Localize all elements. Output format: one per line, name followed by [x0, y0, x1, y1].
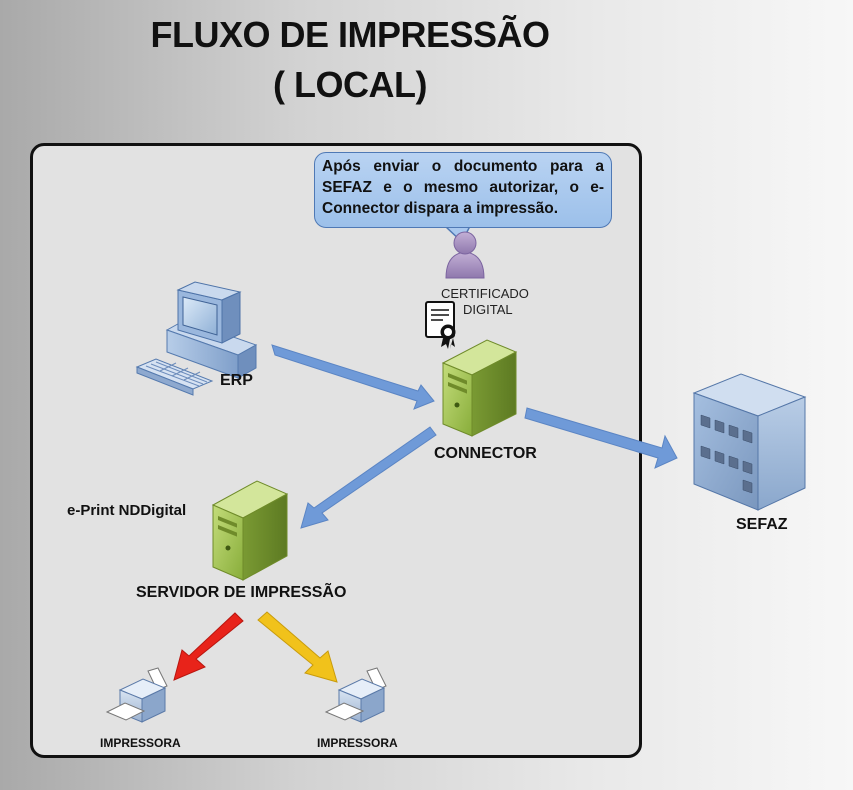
arrow-connector-to-servidor [300, 426, 437, 529]
servidor-label: SERVIDOR DE IMPRESSÃO [136, 584, 347, 601]
info-callout-bubble: Após enviar o documento para a SEFAZ e o… [314, 152, 612, 228]
local-network-frame [30, 143, 642, 758]
connector-server-icon [441, 339, 518, 437]
connector-label: CONNECTOR [434, 445, 537, 462]
arrow-erp-to-connector [271, 344, 435, 410]
page-title-line2: ( LOCAL) [273, 64, 427, 105]
sefaz-building-icon [692, 373, 807, 511]
impressora-left-label: IMPRESSORA [100, 736, 181, 750]
erp-label: ERP [220, 372, 253, 389]
printer-right-icon [324, 667, 387, 723]
eprint-label: e-Print NDDigital [67, 502, 187, 519]
certificado-label-line1: CERTIFICADO [441, 286, 529, 301]
erp-computer-icon [135, 281, 258, 396]
print-server-icon [211, 480, 289, 581]
arrow-connector-to-sefaz [524, 407, 678, 469]
impressora-right-label: IMPRESSORA [317, 736, 398, 750]
certificate-icon [425, 301, 456, 349]
sefaz-label: SEFAZ [736, 516, 788, 533]
printer-left-icon [105, 667, 168, 723]
arrow-servidor-to-printer-right [257, 611, 338, 683]
certificado-label-line2: DIGITAL [463, 302, 513, 317]
page-title-line1: FLUXO DE IMPRESSÃO [150, 14, 550, 55]
user-icon [445, 231, 485, 279]
arrow-servidor-to-printer-left [173, 612, 244, 681]
